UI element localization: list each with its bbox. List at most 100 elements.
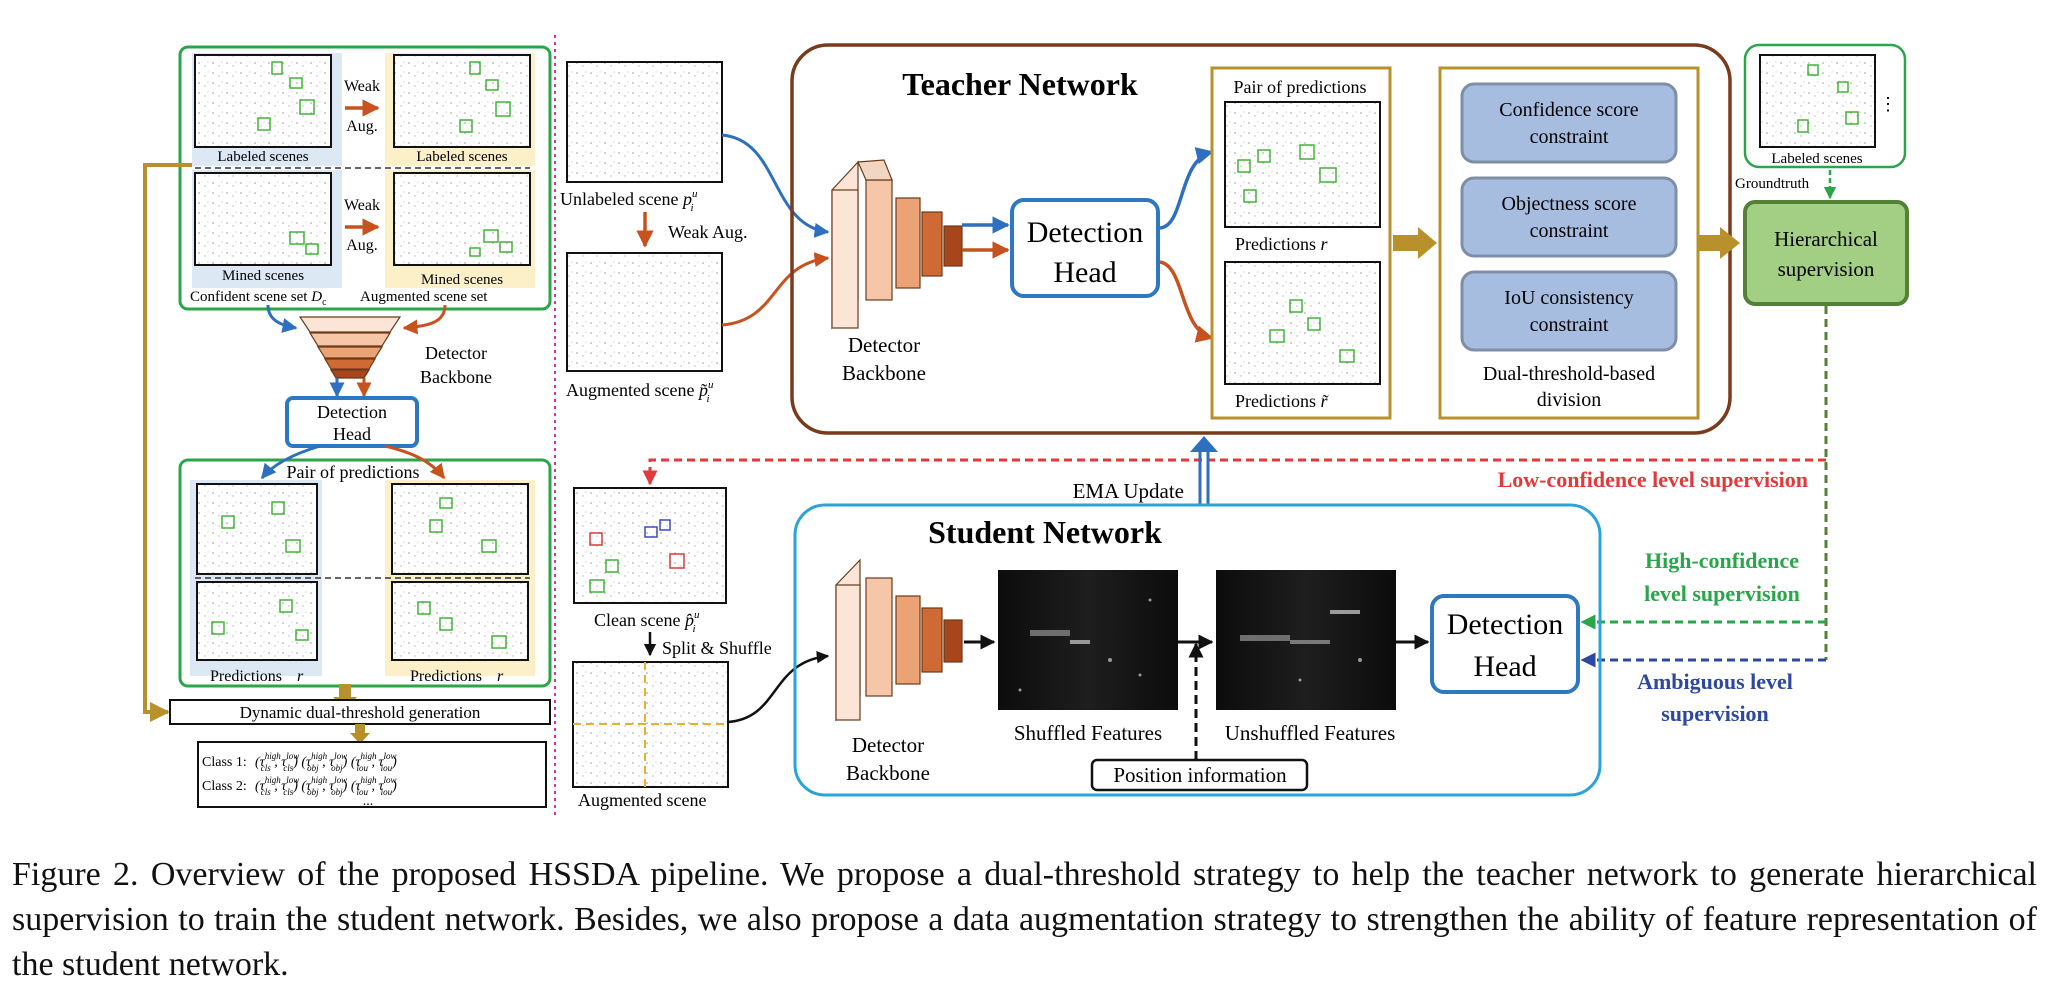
right-ellipsis: ⋮ — [1879, 94, 1897, 114]
hierarchical-label: supervision — [1778, 257, 1875, 281]
teacher-detection-head — [1010, 198, 1160, 298]
student-backbone-icon — [835, 558, 963, 722]
left-backbone-label: Backbone — [420, 367, 492, 387]
gold-arrow-head — [1418, 227, 1437, 259]
arrow — [721, 133, 830, 238]
bbox-marks — [211, 497, 507, 649]
weak-aug-label: Weak Aug. — [668, 222, 748, 242]
class2-label: Class 2: — [202, 779, 247, 794]
labeled-scenes-label: Labeled scenes — [217, 149, 308, 165]
ambiguous-label: supervision — [1661, 701, 1769, 726]
left-panel: Weak Aug. Weak Aug. Labeled scenes Label… — [143, 45, 552, 809]
left-pair-label: Pair of predictions — [287, 462, 420, 482]
arrow — [384, 444, 446, 480]
predictions-1-label: Predictions r — [1235, 234, 1329, 254]
augmented-set-label: Augmented scene set — [360, 289, 488, 305]
left-detection-head-label: Detection — [317, 402, 387, 422]
arrow — [721, 252, 830, 327]
r-symbol: r — [297, 668, 304, 685]
student-head-label: Head — [1473, 650, 1536, 683]
dynamic-threshold-label: Dynamic dual-threshold generation — [240, 703, 481, 722]
left-predictions-label: Predictions — [210, 668, 282, 685]
constraint-label: constraint — [1530, 126, 1609, 148]
labeled-scenes-box — [1743, 43, 1907, 169]
scene-thumb — [196, 483, 318, 575]
hssda-pipeline-diagram: Weak Aug. Weak Aug. Labeled scenes Label… — [143, 35, 1909, 815]
class1-label: Class 1: — [202, 755, 247, 770]
teacher-head-label: Head — [1053, 256, 1116, 289]
predictions-2-label: Predictions r̃ — [1235, 391, 1329, 411]
high-conf-label: level supervision — [1644, 581, 1800, 606]
hierarchical-label: Hierarchical — [1774, 227, 1878, 251]
scene-thumb — [1224, 101, 1381, 228]
scene-thumb — [194, 172, 332, 266]
low-conf-arrow — [642, 458, 1826, 486]
bbox-marks — [1269, 299, 1355, 363]
mined-scenes-label: Mined scenes — [222, 268, 304, 284]
right-column: ⋮ Labeled scenes Groundtruth Hierarchica… — [1735, 43, 1909, 306]
high-conf-label: High-confidence — [1645, 548, 1799, 573]
arrow — [727, 650, 830, 724]
left-detection-head — [285, 396, 419, 448]
arrow — [260, 444, 321, 480]
constraint-label: constraint — [1530, 314, 1609, 336]
scene-thumb — [566, 61, 723, 183]
feature-specks — [1018, 598, 1152, 692]
arrow — [266, 304, 298, 333]
scene-thumb — [393, 54, 531, 148]
bbox-marks — [1237, 144, 1337, 203]
confident-set-label: Confident scene set Dc — [190, 289, 327, 308]
scene-thumb — [196, 581, 318, 661]
student-detection-head — [1430, 594, 1580, 694]
dynamic-threshold-box — [169, 699, 551, 725]
teacher-backbone-icon — [831, 159, 963, 330]
ema-arrow-head — [1190, 436, 1218, 452]
constraint-label: IoU consistency — [1504, 287, 1633, 309]
left-predictions-label: Predictions — [410, 668, 482, 685]
position-info-box — [1090, 758, 1309, 792]
hierarchical-supervision-box — [1743, 200, 1909, 306]
left-backbone-icon — [298, 316, 402, 379]
teacher-network: Teacher Network Detector Backbone Detect… — [790, 43, 1740, 435]
bbox-marks — [589, 519, 685, 593]
r-symbol: r — [497, 668, 504, 685]
split-shuffle-label: Split & Shuffle — [662, 638, 772, 658]
scene-thumb — [194, 54, 332, 148]
left-detection-head-label: Head — [333, 424, 371, 444]
student-box — [793, 503, 1602, 797]
teacher-backbone-label: Backbone — [842, 361, 926, 385]
constraint-box — [1460, 270, 1678, 352]
student-title: Student Network — [928, 514, 1162, 550]
predictions-box — [1210, 66, 1392, 420]
position-info-label: Position information — [1113, 763, 1287, 787]
weak-aug-label-2b: Aug. — [346, 237, 378, 254]
division-label: division — [1537, 389, 1601, 411]
groundtruth-label: Groundtruth — [1735, 176, 1810, 192]
gold-loop-line — [143, 163, 192, 722]
scene-thumb — [391, 581, 529, 661]
threshold-table — [197, 741, 547, 808]
weak-aug-label-2: Weak — [344, 197, 380, 214]
augmented-scene-bottom-label: Augmented scene — [578, 790, 706, 810]
labeled-scenes-label: Labeled scenes — [416, 149, 507, 165]
unshuffled-label: Unshuffled Features — [1225, 721, 1396, 745]
table-ellipsis: ... — [363, 794, 374, 809]
pair-of-predictions-label: Pair of predictions — [1234, 77, 1367, 97]
student-network: Student Network Detector Backbone Shuffl… — [793, 503, 1602, 797]
arrow — [402, 304, 447, 335]
constraint-label: Objectness score — [1502, 193, 1637, 215]
left-top-green-box — [178, 45, 552, 311]
constraint-box — [1460, 176, 1678, 258]
student-backbone-label: Detector — [852, 733, 924, 757]
bbox-marks — [257, 61, 513, 257]
ema-label: EMA Update — [1073, 479, 1184, 503]
student-head-label: Detection — [1447, 608, 1564, 641]
division-label: Dual-threshold-based — [1483, 363, 1655, 385]
scene-thumb — [566, 252, 723, 372]
